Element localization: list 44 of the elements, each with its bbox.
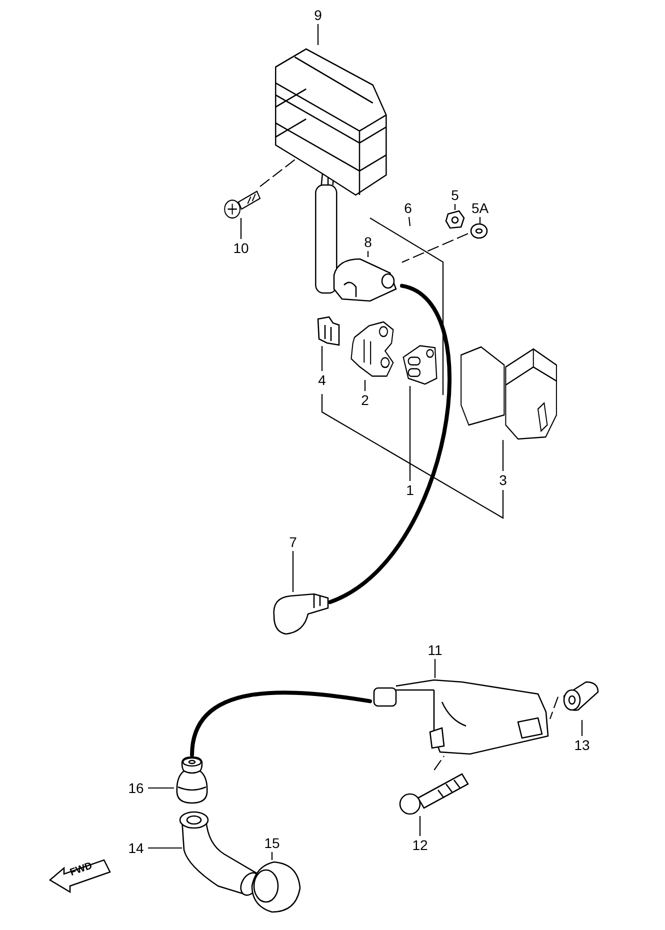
bolt-icon bbox=[398, 770, 470, 816]
nut-icon bbox=[445, 210, 465, 228]
leader-line bbox=[581, 720, 583, 736]
leader-line bbox=[148, 787, 174, 789]
leader-line bbox=[454, 204, 456, 210]
cable bbox=[328, 284, 452, 604]
callout-number: 5 bbox=[445, 186, 465, 204]
callout-number: 10 bbox=[229, 239, 253, 257]
callout-number: 9 bbox=[308, 6, 328, 24]
leader-line bbox=[408, 216, 411, 226]
leader-line bbox=[367, 251, 369, 257]
washer-icon bbox=[468, 222, 490, 240]
callout-number: 2 bbox=[355, 391, 375, 409]
callout-number: 8 bbox=[358, 233, 378, 251]
leader-line bbox=[321, 346, 323, 371]
leader-line bbox=[292, 551, 294, 592]
callout-number: 5A bbox=[467, 199, 493, 217]
leader-line bbox=[240, 218, 242, 239]
callout-number: 15 bbox=[261, 834, 283, 852]
leader-line bbox=[409, 386, 411, 481]
callout-number: 6 bbox=[398, 199, 418, 217]
ignition-unit-drawing bbox=[458, 345, 558, 440]
callout-number: 13 bbox=[571, 736, 593, 754]
alignment-line bbox=[402, 233, 468, 263]
callout-number: 1 bbox=[400, 481, 420, 499]
leader-line bbox=[148, 847, 182, 849]
leader-line bbox=[364, 380, 366, 391]
callout-number: 11 bbox=[424, 641, 446, 659]
leader-line bbox=[317, 24, 319, 45]
callout-number: 7 bbox=[283, 533, 303, 551]
leader-line bbox=[271, 852, 273, 860]
callout-number: 4 bbox=[312, 371, 332, 389]
callout-number: 3 bbox=[493, 471, 513, 489]
leader-line bbox=[419, 816, 421, 836]
leader-line bbox=[434, 659, 436, 678]
callout-number: 16 bbox=[124, 779, 148, 797]
alignment-line bbox=[260, 158, 298, 187]
leader-line bbox=[502, 440, 504, 471]
callout-number: 14 bbox=[124, 839, 148, 857]
clip-icon bbox=[315, 315, 341, 347]
alignment-line bbox=[549, 696, 559, 720]
callout-number: 12 bbox=[409, 836, 431, 854]
alignment-line bbox=[434, 756, 444, 770]
cable bbox=[190, 690, 372, 757]
